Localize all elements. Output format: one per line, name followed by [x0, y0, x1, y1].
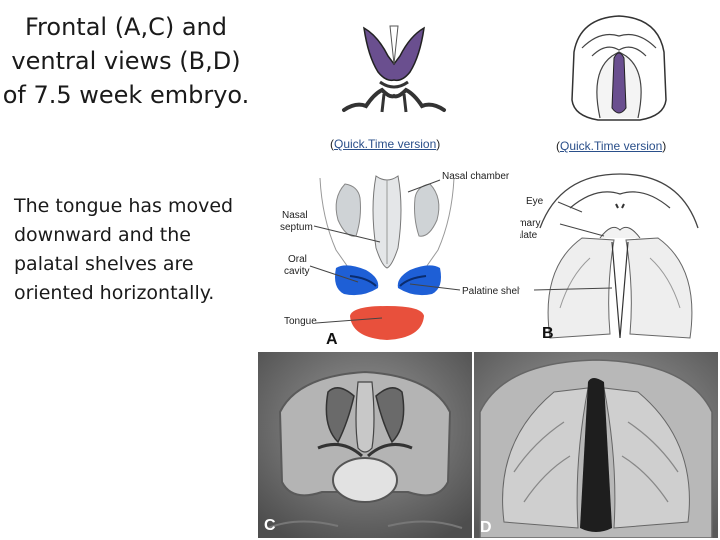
label-cavity: cavity: [284, 266, 310, 277]
panel-letter-a: A: [326, 331, 338, 348]
slide-title: Frontal (A,C) and ventral views (B,D) of…: [2, 13, 250, 109]
label-palatine-shelf: Palatine shelf: [462, 286, 520, 297]
panel-b-ventral-diagram: Eye Primary palate B: [520, 158, 720, 350]
ventral-view-thumbnail[interactable]: [560, 12, 678, 130]
label-primary: Primary: [520, 218, 540, 229]
panel-a-frontal-diagram: Nasal chamber Nasal septum Oral cavity T…: [250, 158, 520, 350]
panel-letter-b: B: [542, 325, 554, 342]
quicktime-link-ventral[interactable]: (Quick.Time version): [556, 139, 667, 153]
panel-d-sem-ventral: D: [474, 352, 718, 538]
quicktime-link-frontal[interactable]: (Quick.Time version): [330, 137, 441, 151]
panel-letter-c: C: [264, 517, 276, 534]
panel-letter-d: D: [480, 519, 492, 536]
label-tongue: Tongue: [284, 316, 317, 327]
quicktime-link-ventral-label[interactable]: Quick.Time version: [560, 139, 663, 153]
label-eye: Eye: [526, 196, 544, 207]
quicktime-link-frontal-label[interactable]: Quick.Time version: [334, 137, 437, 151]
label-nasal-chamber: Nasal chamber: [442, 171, 510, 182]
panel-c-sem-frontal: C: [258, 352, 472, 538]
label-septum: septum: [280, 222, 313, 233]
frontal-view-thumbnail[interactable]: [334, 16, 454, 128]
label-palate: palate: [520, 230, 538, 241]
slide-body-text: The tongue has moved downward and the pa…: [14, 195, 234, 304]
label-oral: Oral: [288, 254, 307, 265]
label-nasal: Nasal: [282, 210, 308, 221]
